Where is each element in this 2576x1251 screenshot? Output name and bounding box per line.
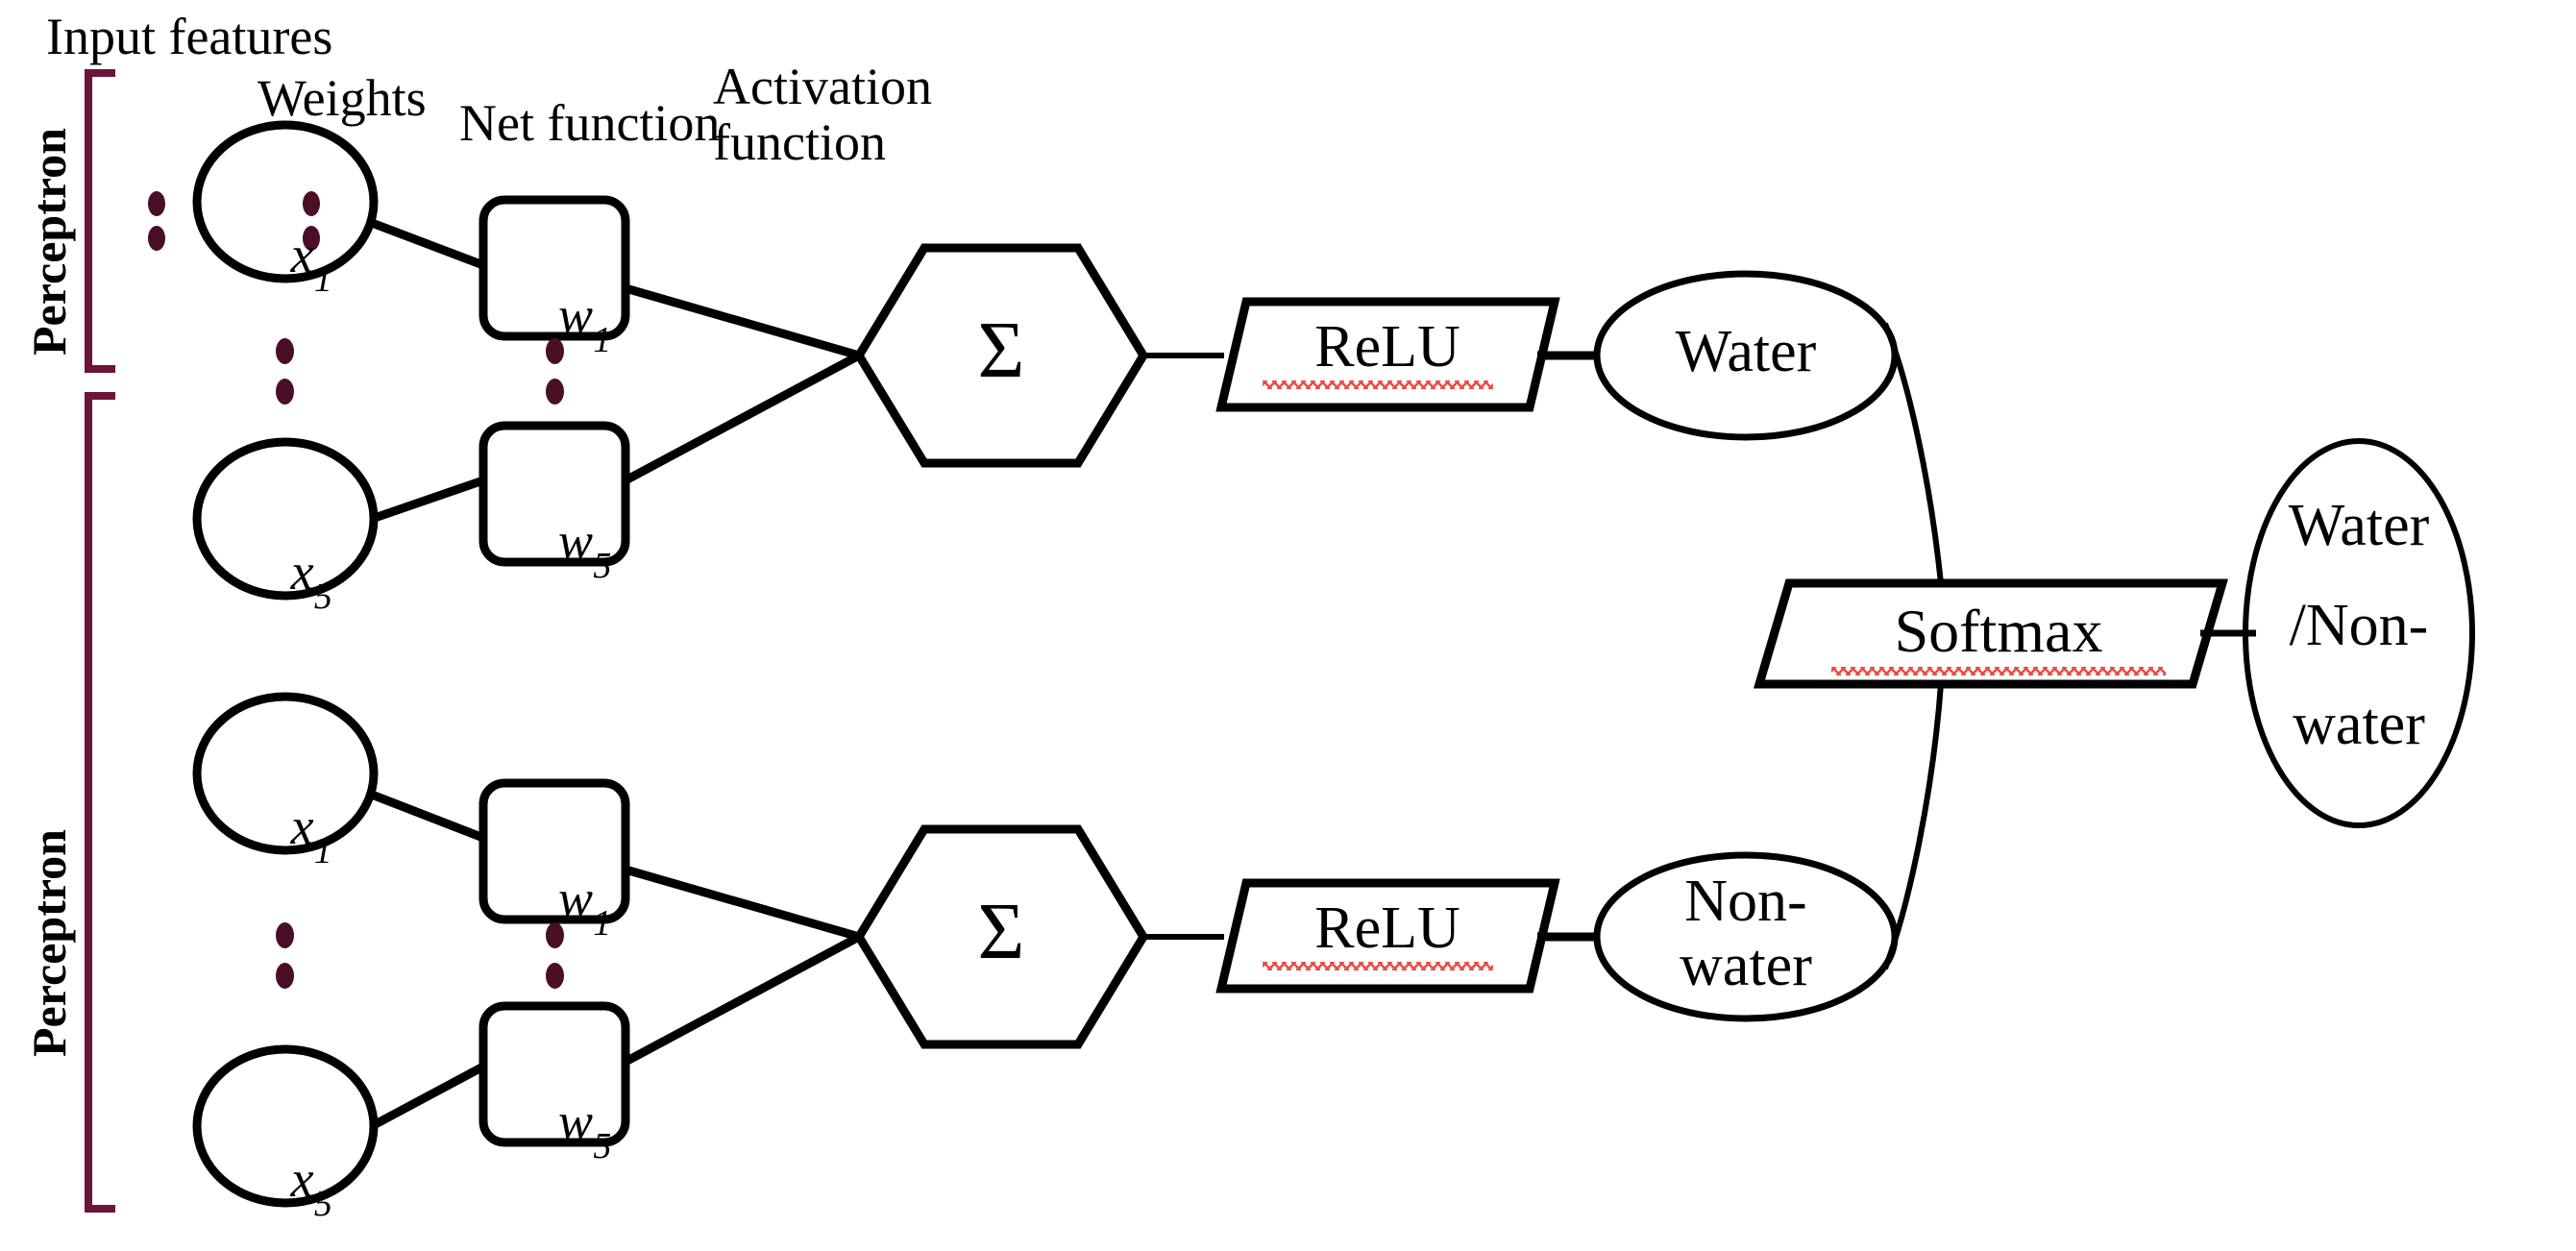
weight-label-w1-bottom: w1 — [558, 870, 612, 944]
weight-ellipsis-dot-bottom-1 — [546, 922, 564, 948]
edge-w1-to-sum-top — [624, 283, 861, 360]
input-label-x5-top: x5 — [290, 543, 332, 618]
weight-ellipsis-dot-top-2 — [303, 226, 320, 251]
input-node-x1-top — [192, 120, 379, 283]
edge-x1-to-w1-bottom — [370, 790, 485, 843]
edge-w1-to-sum-bottom — [624, 865, 861, 942]
activation-label-relu-bottom: ReLU — [1314, 895, 1460, 961]
input-label-x1-top: x1 — [290, 226, 332, 301]
input-ellipsis-dot-top-1 — [148, 191, 165, 216]
weight-ellipsis-top — [540, 338, 571, 405]
final-output-line3: water — [2293, 692, 2425, 757]
softmax-label: Softmax — [1894, 597, 2103, 665]
edge-w5-to-sum-bottom — [623, 933, 862, 1066]
weight-label-w5-top: w5 — [558, 512, 612, 587]
net-function-symbol-top: Σ — [977, 306, 1025, 395]
weight-ellipsis-dot-top-a — [546, 338, 564, 364]
perceptron-bracket-bottom — [85, 392, 115, 1213]
weight-label-w5-bottom: w5 — [558, 1092, 612, 1167]
output-label-nonwater-line1: Non- — [1684, 869, 1807, 934]
input-ellipsis-dot-bottom-2 — [276, 963, 294, 989]
activation-label-relu-top: ReLU — [1314, 314, 1460, 380]
net-function-symbol-bottom: Σ — [977, 887, 1025, 976]
input-ellipsis-dot-top-a — [276, 338, 294, 364]
edge-water-to-softmax — [1882, 322, 1944, 584]
activation-parallelogram-top — [1215, 297, 1560, 412]
input-ellipsis-dot-top-b — [276, 379, 294, 405]
edge-x5-to-w5-bottom — [369, 1063, 486, 1130]
label-activation-function-line1: Activation — [713, 58, 932, 115]
input-ellipsis-dot-top-2 — [148, 226, 165, 251]
activation-parallelogram-bottom — [1215, 878, 1560, 993]
label-net-function: Net function — [459, 94, 721, 152]
output-label-water: Water — [1675, 319, 1817, 384]
input-label-x5-bottom: x5 — [290, 1150, 332, 1225]
label-activation-function-line2: function — [713, 113, 886, 171]
final-output-line2: /Non- — [2289, 593, 2429, 658]
input-ellipsis-dot-bottom-1 — [276, 922, 294, 948]
edge-x5-to-w5-top — [370, 476, 485, 524]
edge-nonwater-to-softmax — [1882, 683, 1944, 970]
label-weights: Weights — [258, 69, 427, 127]
input-node-x1-bottom — [192, 692, 379, 855]
weight-label-w1-top: w1 — [558, 286, 612, 361]
weight-ellipsis-dot-top-b — [546, 379, 564, 405]
softmax-parallelogram — [1753, 578, 2229, 689]
weight-box-w5-bottom — [478, 1001, 630, 1147]
input-label-x1-bottom: x1 — [290, 797, 332, 872]
label-input-features: Input features — [46, 8, 333, 65]
weight-ellipsis-dot-bottom-2 — [546, 963, 564, 989]
edge-x1-to-w1-top — [370, 218, 485, 270]
weight-box-w1-bottom — [478, 778, 630, 924]
input-ellipsis-bottom — [270, 922, 301, 990]
weight-box-w5-top — [478, 421, 630, 567]
edge-w5-to-sum-top — [623, 352, 862, 484]
perceptron-label-top: Perceptron — [22, 128, 76, 356]
perceptron-label-bottom: Perceptron — [22, 829, 76, 1057]
perceptron-bracket-top — [85, 69, 115, 373]
final-output-line1: Water — [2288, 493, 2430, 558]
weight-ellipsis-bottom — [540, 922, 571, 990]
input-ellipsis-top — [270, 338, 301, 405]
weight-ellipsis-dot-top-1 — [303, 191, 320, 216]
output-label-nonwater-line2: water — [1680, 933, 1812, 998]
weight-box-w1-top — [478, 195, 630, 341]
final-output-ellipse — [2243, 438, 2475, 828]
